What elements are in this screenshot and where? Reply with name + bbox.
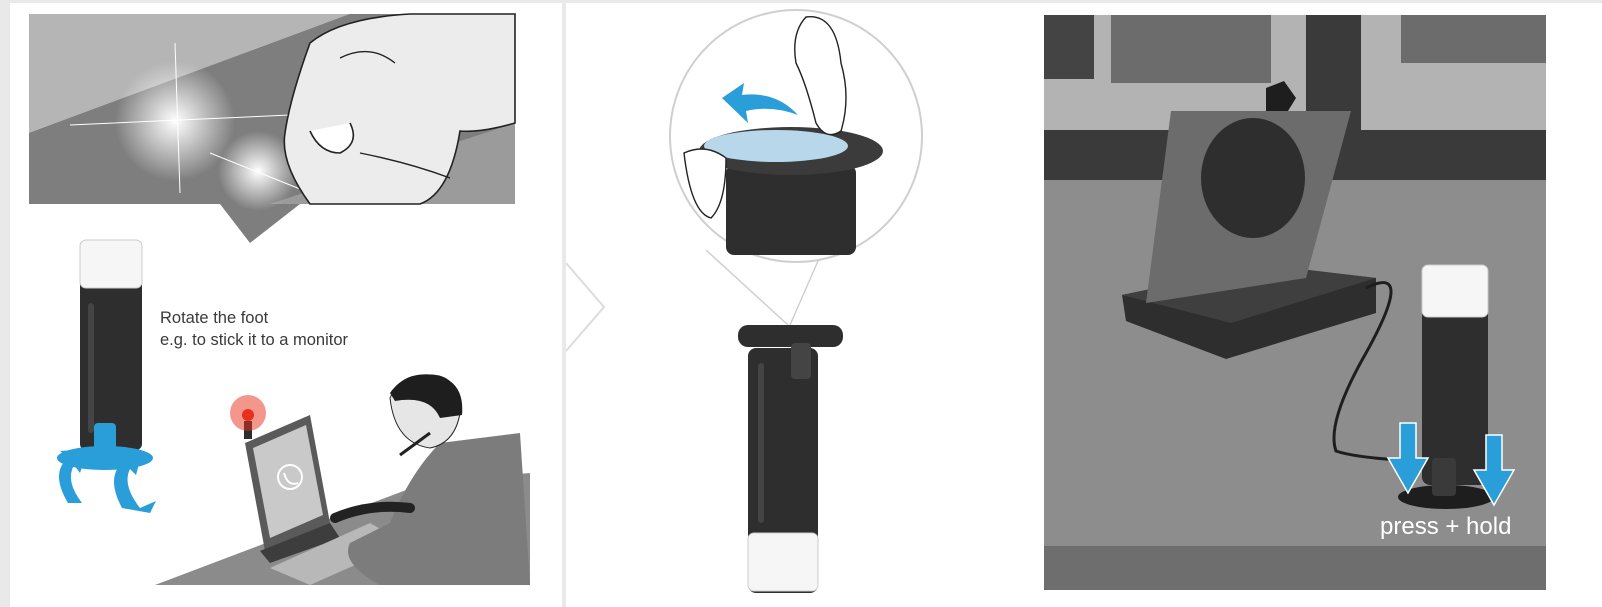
usb-dongle-rotating-foot	[57, 240, 156, 513]
shine-sparkle	[115, 61, 235, 181]
rotate-foot-caption: Rotate the foot e.g. to stick it to a mo…	[160, 307, 348, 351]
caption-line-2: e.g. to stick it to a monitor	[160, 329, 348, 351]
cleaning-scene	[29, 14, 515, 243]
press-hold-label: press + hold	[1380, 513, 1511, 541]
panel-1-illustration	[10, 3, 562, 607]
panel-clean-and-rotate: Rotate the foot e.g. to stick it to a mo…	[10, 3, 562, 607]
caption-line-1: Rotate the foot	[160, 307, 348, 329]
peel-foil-zoom	[670, 10, 922, 325]
desk-scene-busylight	[155, 374, 530, 585]
step-divider-chevron	[566, 263, 604, 351]
panel-peel-and-press: press + hold	[566, 3, 1602, 607]
base-station-scene	[1044, 15, 1546, 590]
usb-dongle-foot-attached	[738, 325, 843, 593]
